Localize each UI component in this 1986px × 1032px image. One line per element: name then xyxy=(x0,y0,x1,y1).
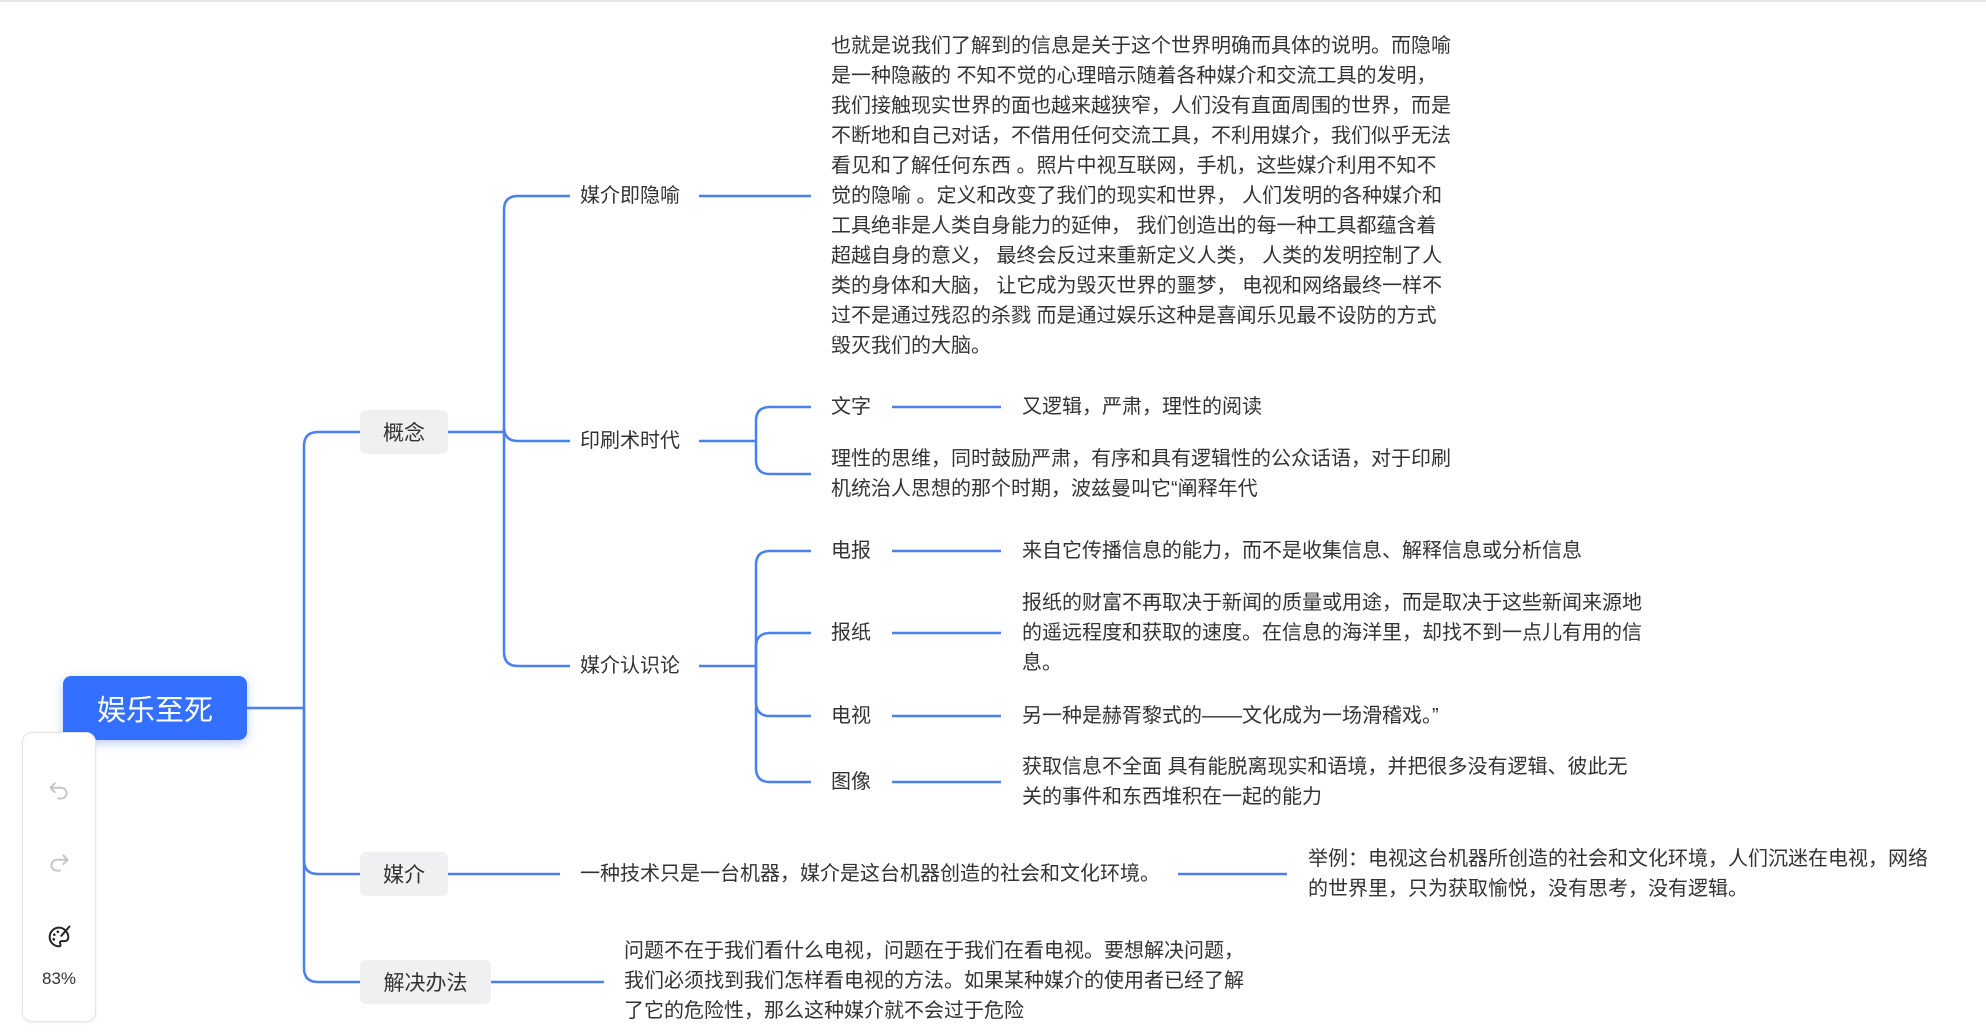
text-line: 类的身体和大脑， 让它成为毁灭世界的噩梦， 电视和网络最终一样不 xyxy=(831,275,1443,297)
text-line: 息。 xyxy=(1022,652,1062,674)
text-line: 工具绝非是人类自身能力的延伸， 我们创造出的每一种工具都蕴含着 xyxy=(831,215,1437,237)
node-epistemology-item[interactable]: 图像 xyxy=(831,771,871,793)
top-border xyxy=(0,0,1986,2)
node-epistemology-item[interactable]: 电视 xyxy=(831,705,871,727)
text-line: 了它的危险性，那么这种媒介就不会过于危险 xyxy=(624,1000,1024,1022)
connector xyxy=(502,432,570,668)
epistemology-item-desc[interactable]: 获取信息不全面 具有能脱离现实和语境，并把很多没有逻辑、彼此无关的事件和东西堆积… xyxy=(1022,752,1628,812)
text-line: 的世界里，只为获取愉悦，没有思考，没有逻辑。 xyxy=(1308,878,1748,900)
text-line: 获取信息不全面 具有能脱离现实和语境，并把很多没有逻辑、彼此无 xyxy=(1022,756,1628,778)
epistemology-item-desc[interactable]: 报纸的财富不再取决于新闻的质量或用途，而是取决于这些新闻来源地的遥远程度和获取的… xyxy=(1022,588,1642,678)
redo-button[interactable] xyxy=(23,843,95,883)
connector xyxy=(302,430,360,708)
connector xyxy=(302,708,360,984)
writing-desc[interactable]: 又逻辑，严肃，理性的阅读 xyxy=(1022,396,1262,418)
node-solution[interactable]: 解决办法 xyxy=(360,960,491,1004)
toolbar: 83% xyxy=(22,732,96,1022)
connector xyxy=(754,405,811,441)
text-line: 是一种隐蔽的 不知不觉的心理暗示随着各种媒介和交流工具的发明， xyxy=(831,65,1437,87)
node-concept[interactable]: 概念 xyxy=(360,410,448,454)
zoom-level[interactable]: 83% xyxy=(41,969,77,988)
text-line: 看见和了解任何东西 。照片中视互联网，手机，这些媒介利用不知不 xyxy=(831,155,1437,177)
text-line: 另一种是赫胥黎式的——文化成为一场滑稽戏。” xyxy=(1022,705,1439,727)
text-line: 我们必须找到我们怎样看电视的方法。如果某种媒介的使用者已经了解 xyxy=(624,970,1244,992)
text-line: 理性的思维，同时鼓励严肃，有序和具有逻辑性的公众话语，对于印刷 xyxy=(831,448,1451,470)
text-line: 我们接触现实世界的面也越来越狭窄，人们没有直面周围的世界，而是 xyxy=(831,95,1451,117)
text-line: 过不是通过残忍的杀戮 而是通过娱乐这种是喜闻乐见最不设防的方式 xyxy=(831,305,1437,327)
text-line: 毁灭我们的大脑。 xyxy=(831,335,991,357)
text-line: 问题不在于我们看什么电视，问题在于我们在看电视。要想解决问题， xyxy=(624,940,1244,962)
text-line: 来自它传播信息的能力，而不是收集信息、解释信息或分析信息 xyxy=(1022,540,1582,562)
node-writing[interactable]: 文字 xyxy=(831,396,871,418)
media-desc[interactable]: 一种技术只是一台机器，媒介是这台机器创造的社会和文化环境。 xyxy=(580,863,1160,885)
text-line: 机统治人思想的那个时期，波兹曼叫它“阐释年代 xyxy=(831,478,1258,500)
connector xyxy=(754,631,811,666)
media-example[interactable]: 举例：电视这台机器所创造的社会和文化环境，人们沉迷在电视，网络的世界里，只为获取… xyxy=(1308,844,1928,904)
text-line: 的遥远程度和获取的速度。在信息的海洋里，却找不到一点儿有用的信 xyxy=(1022,622,1642,644)
text-line: 也就是说我们了解到的信息是关于这个世界明确而具体的说明。而隐喻 xyxy=(831,35,1451,57)
connector xyxy=(754,441,811,476)
connector xyxy=(754,666,811,784)
text-line: 报纸的财富不再取决于新闻的质量或用途，而是取决于这些新闻来源地 xyxy=(1022,592,1642,614)
text-line: 不断地和自己对话，不借用任何交流工具，不利用媒介，我们似乎无法 xyxy=(831,125,1451,147)
epistemology-item-desc[interactable]: 来自它传播信息的能力，而不是收集信息、解释信息或分析信息 xyxy=(1022,536,1582,566)
node-epistemology-item[interactable]: 报纸 xyxy=(831,622,871,644)
text-line: 超越自身的意义， 最终会反过来重新定义人类， 人类的发明控制了人 xyxy=(831,245,1443,267)
node-media-epistemology[interactable]: 媒介认识论 xyxy=(580,655,680,677)
undo-icon xyxy=(49,782,68,800)
text-line: 觉的隐喻 。定义和改变了我们的现实和世界， 人们发明的各种媒介和 xyxy=(831,185,1443,207)
node-media[interactable]: 媒介 xyxy=(360,852,448,896)
undo-button[interactable] xyxy=(23,771,95,811)
print-era-note[interactable]: 理性的思维，同时鼓励严肃，有序和具有逻辑性的公众话语，对于印刷机统治人思想的那个… xyxy=(831,444,1451,504)
media-metaphor-text[interactable]: 也就是说我们了解到的信息是关于这个世界明确而具体的说明。而隐喻是一种隐蔽的 不知… xyxy=(831,31,1451,361)
connector xyxy=(754,666,811,718)
connector xyxy=(502,194,570,432)
node-media-metaphor[interactable]: 媒介即隐喻 xyxy=(580,185,680,207)
node-epistemology-item[interactable]: 电报 xyxy=(831,540,871,562)
redo-icon xyxy=(50,854,69,872)
connector xyxy=(754,549,811,666)
root-node[interactable]: 娱乐至死 xyxy=(63,676,247,740)
palette-icon xyxy=(48,925,71,948)
connector xyxy=(302,708,360,876)
node-print-era[interactable]: 印刷术时代 xyxy=(580,430,680,452)
text-line: 关的事件和东西堆积在一起的能力 xyxy=(1022,786,1322,808)
text-line: 举例：电视这台机器所创造的社会和文化环境，人们沉迷在电视，网络 xyxy=(1308,848,1928,870)
epistemology-item-desc[interactable]: 另一种是赫胥黎式的——文化成为一场滑稽戏。” xyxy=(1022,701,1439,731)
connector xyxy=(502,426,570,443)
theme-button[interactable] xyxy=(23,917,95,957)
solution-text[interactable]: 问题不在于我们看什么电视，问题在于我们在看电视。要想解决问题， 我们必须找到我们怎… xyxy=(624,936,1244,1026)
